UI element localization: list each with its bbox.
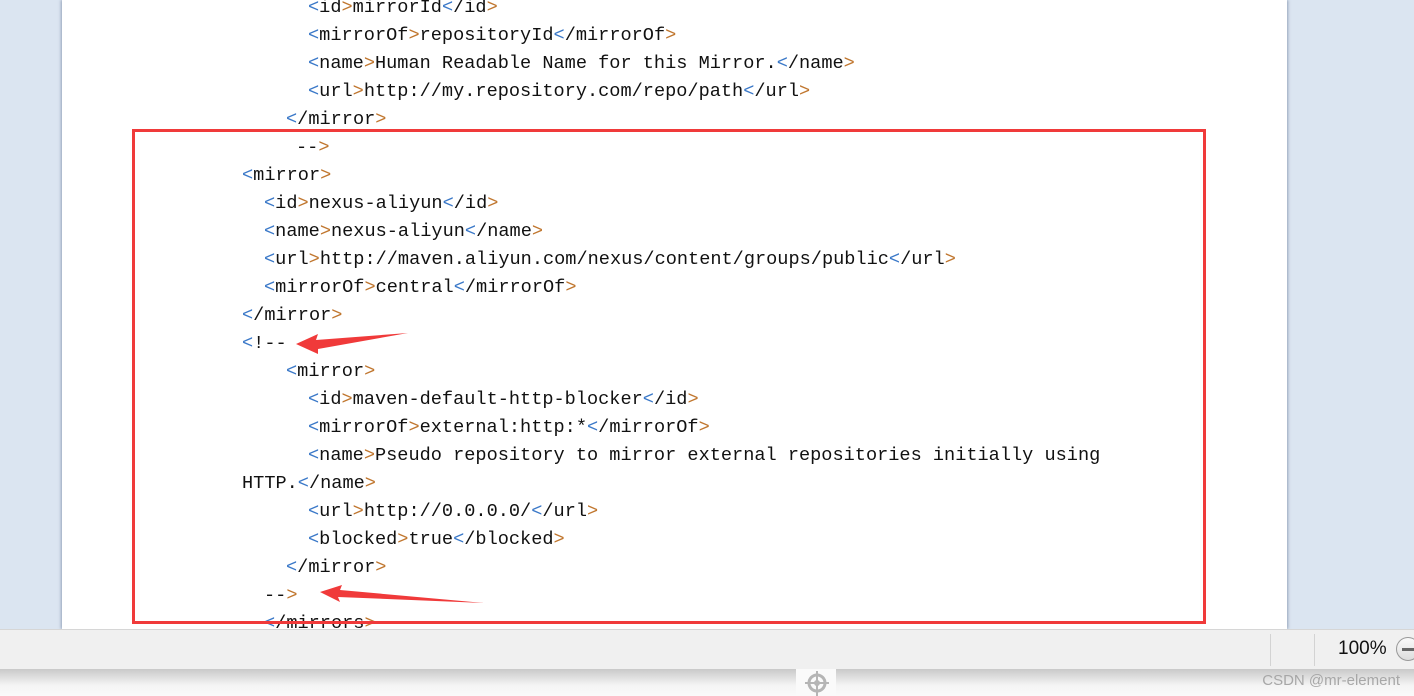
code-line: <mirror> bbox=[286, 361, 376, 382]
code-line: <name>Human Readable Name for this Mirro… bbox=[308, 53, 855, 74]
zoom-level[interactable]: 100% bbox=[1338, 638, 1387, 659]
code-line: </mirror> bbox=[286, 109, 387, 130]
separator bbox=[1314, 634, 1315, 666]
code-line: <name>nexus-aliyun</name> bbox=[264, 221, 544, 242]
document-page: <id>mirrorId</id> <mirrorOf>repositoryId<… bbox=[62, 0, 1287, 629]
code-line: <name>Pseudo repository to mirror extern… bbox=[308, 445, 1101, 466]
code-line: <mirrorOf>central</mirrorOf> bbox=[264, 277, 577, 298]
code-line: <id>nexus-aliyun</id> bbox=[264, 193, 499, 214]
code-line: <id>maven-default-http-blocker</id> bbox=[308, 389, 699, 410]
taskbar-strip bbox=[0, 669, 1414, 696]
watermark: CSDN @mr-element bbox=[1262, 672, 1400, 689]
separator bbox=[1270, 634, 1271, 666]
code-line: HTTP.</name> bbox=[242, 473, 376, 494]
code-line: --> bbox=[264, 585, 298, 606]
code-line: <id>mirrorId</id> bbox=[308, 0, 498, 18]
code-line: <url>http://maven.aliyun.com/nexus/conte… bbox=[264, 249, 956, 270]
code-line: <!-- bbox=[242, 333, 287, 354]
code-line: </mirror> bbox=[286, 557, 387, 578]
zoom-out-icon[interactable] bbox=[1396, 637, 1414, 661]
code-line: <mirrorOf>repositoryId</mirrorOf> bbox=[308, 25, 677, 46]
status-bar: 100% bbox=[0, 629, 1414, 669]
code-line: --> bbox=[296, 137, 330, 158]
code-line: </mirror> bbox=[242, 305, 343, 326]
code-line: <url>http://my.repository.com/repo/path<… bbox=[308, 81, 811, 102]
code-line: <mirrorOf>external:http:*</mirrorOf> bbox=[308, 417, 710, 438]
code-line: <url>http://0.0.0.0/</url> bbox=[308, 501, 599, 522]
code-line: <mirror> bbox=[242, 165, 332, 186]
code-line: </mirrors> bbox=[264, 613, 376, 629]
crosshair-icon bbox=[796, 669, 836, 696]
code-line: <blocked>true</blocked> bbox=[308, 529, 565, 550]
